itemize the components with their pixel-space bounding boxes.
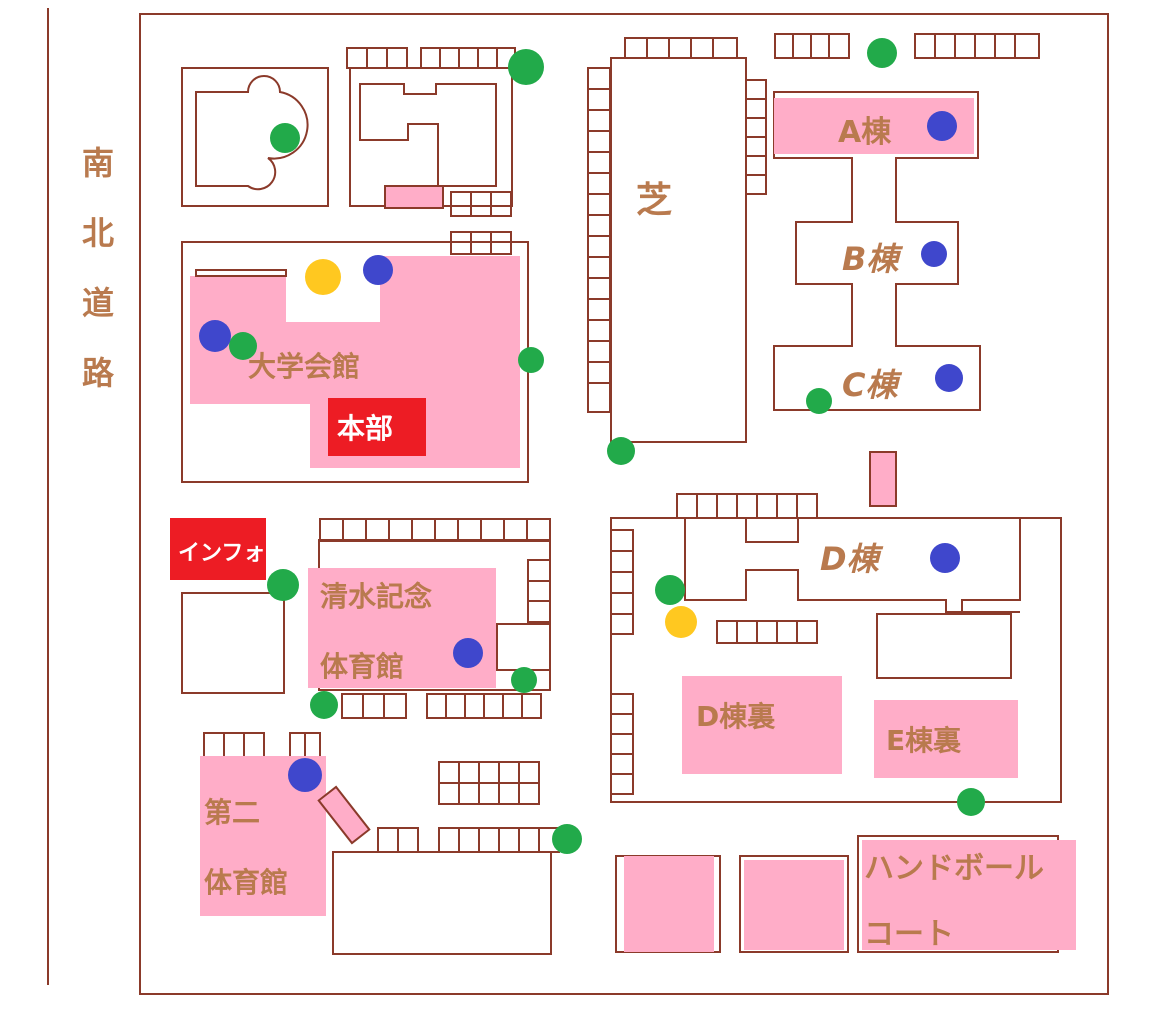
handball-court-label-2: コート — [864, 917, 954, 952]
blue-markers — [199, 111, 963, 792]
tree-icon — [607, 437, 635, 465]
building-topleft-round — [181, 67, 329, 207]
headquarters-label: 本部 — [337, 412, 393, 445]
trees — [229, 38, 985, 854]
tree-icon — [867, 38, 897, 68]
tree-icon — [957, 788, 985, 816]
road-char: 道 — [81, 284, 114, 322]
university-hall-label: 大学会館 — [248, 350, 360, 383]
blue-dot-icon — [935, 364, 963, 392]
road-label: 南 北 道 路 — [76, 128, 120, 408]
tree-icon — [229, 332, 257, 360]
campus-boundary — [139, 13, 1109, 995]
yellow-markers — [305, 259, 697, 638]
building-left-square — [181, 592, 285, 694]
tree-icon — [806, 388, 832, 414]
tree-icon — [267, 569, 299, 601]
headquarters-box — [328, 398, 426, 456]
building-d-label: D棟 — [820, 540, 884, 578]
second-gym-label-2: 体育館 — [204, 866, 288, 899]
tree-icon — [511, 667, 537, 693]
small-pink-block — [869, 451, 897, 507]
tree-icon — [552, 824, 582, 854]
blue-dot-icon — [927, 111, 957, 141]
yellow-dot-icon — [665, 606, 697, 638]
d-back-label: D棟裏 — [696, 700, 776, 733]
building-d-complex — [610, 517, 1062, 803]
blue-dot-icon — [199, 320, 231, 352]
blue-dot-icon — [288, 758, 322, 792]
road-char: 南 — [81, 144, 114, 182]
shimizu-gym-label-2: 体育館 — [320, 650, 404, 683]
university-hall-building — [181, 241, 529, 483]
building-bottom-center — [332, 851, 552, 955]
courts — [615, 835, 1076, 953]
tree-icon — [508, 49, 544, 85]
second-gym-label-1: 第二 — [204, 796, 260, 829]
shimizu-gym-building — [308, 539, 551, 691]
shimizu-gym-label-1: 清水記念 — [320, 580, 432, 613]
yellow-dot-icon — [305, 259, 341, 295]
blue-dot-icon — [930, 543, 960, 573]
building-c-label: C棟 — [842, 366, 902, 404]
blue-dot-icon — [363, 255, 393, 285]
lawn-area — [610, 57, 747, 443]
blue-dot-icon — [921, 241, 947, 267]
handball-court-label-1: ハンドボール — [864, 851, 1044, 886]
small-slanted-block — [317, 785, 371, 845]
building-a-label: A棟 — [838, 115, 892, 150]
e-back-label: E棟裏 — [886, 724, 962, 757]
info-label: インフォ — [178, 541, 265, 566]
lawn-label: 芝 — [636, 180, 672, 221]
road-char: 北 — [81, 214, 114, 252]
tree-icon — [270, 123, 300, 153]
tree-icon — [518, 347, 544, 373]
info-box — [170, 518, 266, 580]
building-topleft-2 — [349, 67, 513, 209]
building-b-label: B棟 — [842, 240, 903, 278]
tree-icon — [310, 691, 338, 719]
tree-icon — [655, 575, 685, 605]
blue-dot-icon — [453, 638, 483, 668]
road-char: 路 — [81, 354, 114, 392]
bike-rack — [203, 33, 1040, 853]
